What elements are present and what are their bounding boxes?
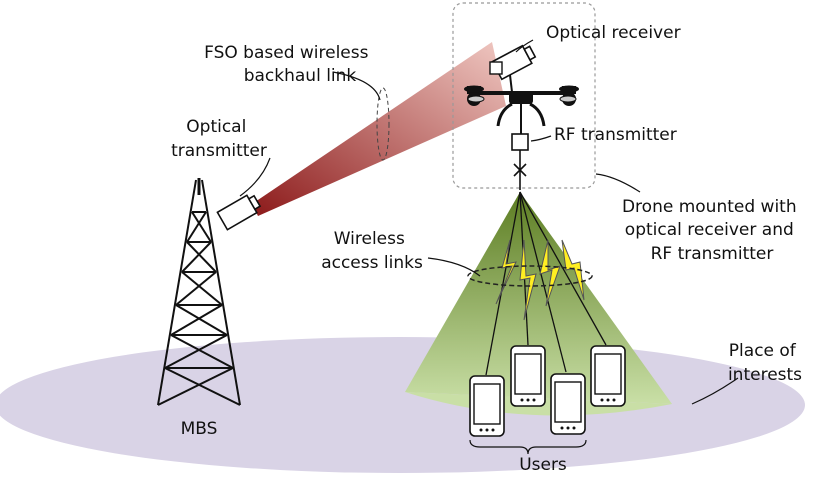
receiver-mount	[489, 61, 503, 75]
optical-receiver-label: Optical receiver	[546, 23, 681, 43]
leader-lines	[239, 39, 739, 405]
rf-transmitter-box	[511, 133, 529, 151]
smartphone-icon	[550, 373, 586, 435]
ground-area	[0, 337, 805, 473]
lattice-tower-icon	[157, 178, 241, 406]
drone-box	[452, 2, 596, 189]
drone-mounted-label: Drone mounted with optical receiver and …	[622, 197, 802, 264]
fso-beam-ring	[376, 87, 390, 161]
lightning-bolt-icon	[495, 239, 585, 321]
place-of-interests-label: Place of interests	[728, 341, 802, 385]
optical-transmitter-icon	[216, 194, 262, 231]
users-brace	[469, 439, 587, 455]
optical-transmitter-label: Optical transmitter	[171, 117, 267, 161]
access-links-ring	[467, 265, 593, 287]
smartphone-icon	[510, 345, 546, 407]
fso-link-label: FSO based wireless backhaul link	[204, 43, 374, 86]
smartphone-icon	[590, 345, 626, 407]
users-label: Users	[519, 455, 567, 475]
rf-antenna-icon	[513, 150, 527, 190]
mbs-label: MBS	[181, 419, 218, 439]
rf-transmitter-label: RF transmitter	[554, 125, 677, 145]
smartphone-icon	[469, 375, 505, 437]
quadcopter-drone-icon	[464, 85, 579, 134]
wireless-access-label: Wireless access links	[321, 229, 423, 273]
fso-beam	[252, 42, 506, 216]
